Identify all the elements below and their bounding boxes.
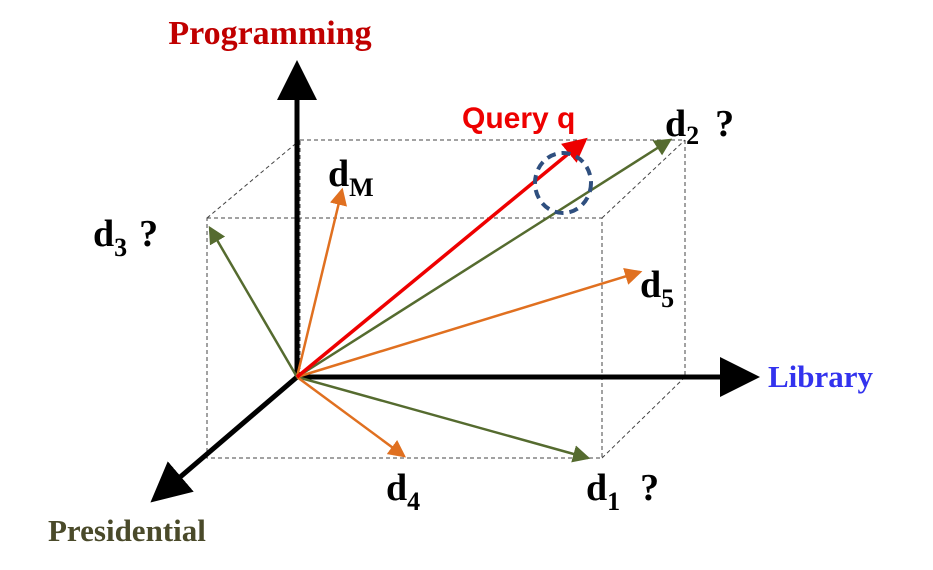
d1-sub: 1 [607,487,620,516]
box-front-face [206,217,603,459]
d2-vector [296,138,673,379]
d2-sub: 2 [686,121,699,150]
box-edge-top-left [206,139,301,219]
library-axis-label: Library [768,359,874,394]
angle-circle [533,151,593,215]
d2-mark: ? [715,103,734,145]
d3-base: d [93,213,114,255]
d3-sub: 3 [114,233,127,262]
presidential-axis [150,375,299,503]
d4-label: d4 [386,467,420,516]
d5-sub: 5 [661,284,674,313]
d3-label: d3? [93,213,158,262]
query-label: Query q [462,102,575,135]
d1-vector [296,375,591,463]
dM-vector [295,187,347,378]
d2-label: d2? [665,103,734,150]
dM-sub: M [349,173,374,202]
d4-sub: 4 [407,487,420,516]
d2-base: d [665,103,686,145]
programming-axis-label: Programming [168,15,371,52]
d1-label: d1? [586,467,659,516]
d5-base: d [640,264,661,306]
presidential-axis-label: Presidential [48,513,206,548]
box-edge-top-right [601,139,686,219]
dM-label: dM [328,153,374,202]
d5-label: d5 [640,264,674,313]
d3-vector [208,225,299,378]
d1-mark: ? [640,467,659,509]
bounding-box [206,139,686,459]
d3-mark: ? [139,213,158,255]
box-edge-bottom-right [601,376,686,459]
d4-vector [296,375,407,458]
d1-base: d [586,467,607,509]
dM-base: d [328,153,349,195]
d4-base: d [386,467,407,509]
d5-vector [296,268,643,379]
